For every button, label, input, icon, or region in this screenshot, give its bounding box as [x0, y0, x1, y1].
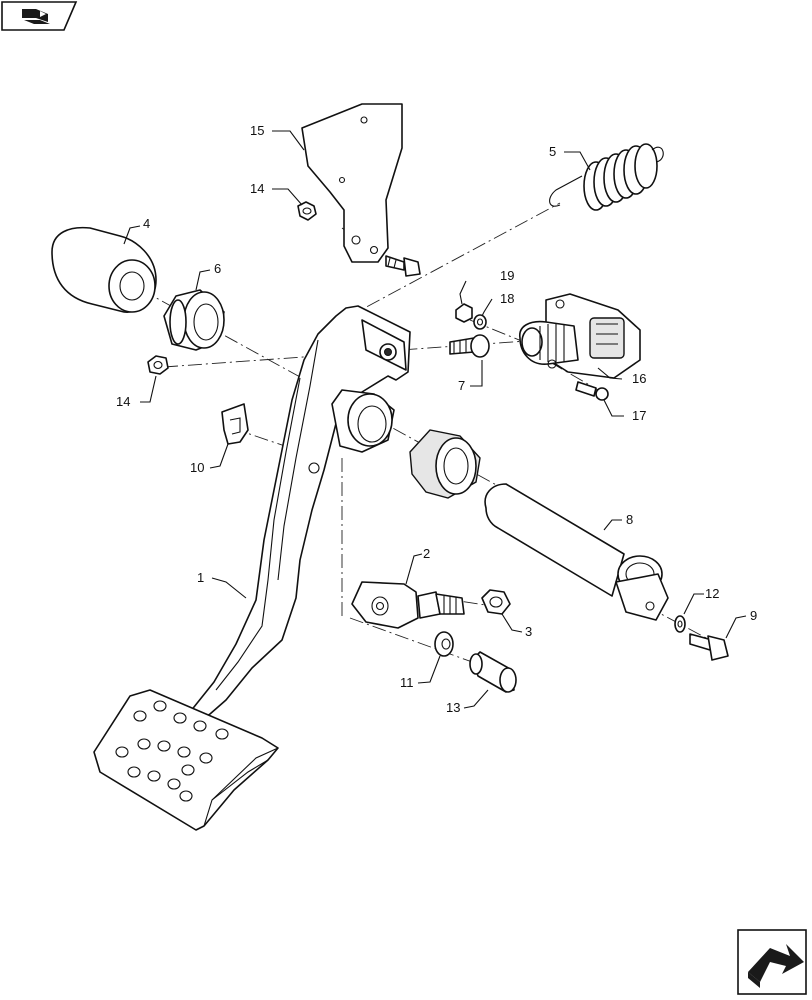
part-1-pedal [93, 305, 411, 831]
part-7-bolt [449, 334, 490, 358]
part-8-tube [484, 483, 669, 621]
part-16-sensor [519, 293, 641, 379]
callout-4: 4 [143, 216, 150, 231]
callout-6: 6 [214, 261, 221, 276]
callout-5: 5 [549, 144, 556, 159]
callout-3: 3 [525, 624, 532, 639]
callout-7: 7 [458, 378, 465, 393]
leader-lines [123, 130, 747, 709]
callout-16: 16 [632, 371, 646, 386]
part-12-washer [674, 615, 686, 633]
part-13-pin [469, 651, 517, 693]
callout-labels: 1 2 3 4 5 6 7 8 9 10 11 12 13 14 14 15 1… [116, 123, 757, 715]
callout-13: 13 [446, 700, 460, 715]
part-4-cylinder [51, 226, 157, 313]
callout-9: 9 [750, 608, 757, 623]
back-nav-tab[interactable] [1, 1, 78, 31]
callout-2: 2 [423, 546, 430, 561]
back-book-icon [22, 9, 50, 24]
callout-11: 11 [400, 675, 414, 690]
callout-14-top: 14 [250, 181, 264, 196]
part-14-nut-top [297, 201, 317, 221]
next-page-button[interactable] [737, 929, 807, 995]
part-2-clevis [351, 581, 465, 629]
callout-17: 17 [632, 408, 646, 423]
part-17-screw [575, 381, 609, 401]
callout-14-left: 14 [116, 394, 130, 409]
part-15-bracket [301, 103, 403, 263]
part-5-spring [549, 143, 664, 211]
pedal-pad-holes [115, 700, 229, 802]
callout-1: 1 [197, 570, 204, 585]
part-9-bolt [689, 633, 729, 661]
callout-10: 10 [190, 460, 204, 475]
part-19-nut [455, 303, 473, 323]
part-14-nut-left [147, 355, 169, 375]
part-11-washer [434, 631, 454, 657]
callout-8: 8 [626, 512, 633, 527]
part-6-bushing [163, 289, 225, 351]
part-3-nut [481, 589, 511, 615]
callout-12: 12 [705, 586, 719, 601]
callout-15: 15 [250, 123, 264, 138]
callout-18: 18 [500, 291, 514, 306]
callout-19: 19 [500, 268, 514, 283]
part-18-washer [473, 314, 487, 330]
bracket-bolt [385, 255, 421, 277]
next-page-arrow-icon [748, 944, 804, 988]
hub-insert [409, 429, 481, 499]
part-10-clip [221, 403, 249, 445]
